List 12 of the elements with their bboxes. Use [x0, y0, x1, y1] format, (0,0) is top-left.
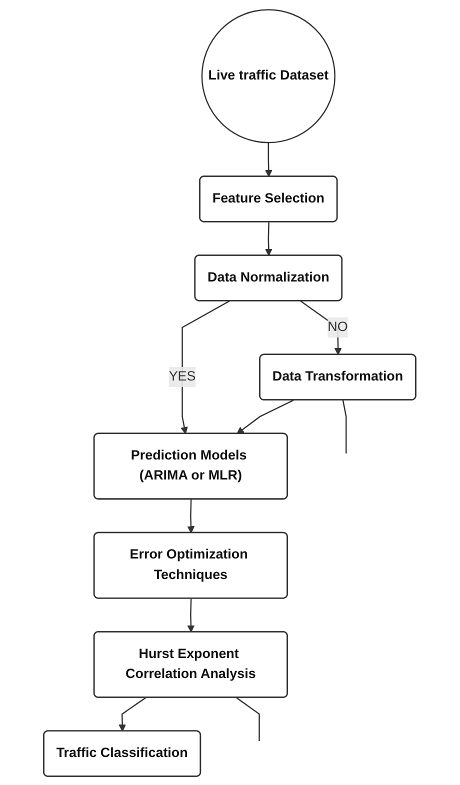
arrow	[265, 222, 273, 256]
arrow	[188, 598, 195, 632]
edge-label: NO	[328, 319, 348, 334]
node-circle: Live traffic Dataset	[202, 8, 336, 143]
connector	[236, 696, 260, 740]
arrow	[300, 300, 342, 355]
arrow	[188, 498, 195, 533]
arrow	[236, 399, 294, 434]
connector	[342, 400, 348, 454]
arrow	[265, 142, 273, 177]
edge-label: YES	[169, 369, 196, 384]
arrow	[118, 696, 146, 732]
